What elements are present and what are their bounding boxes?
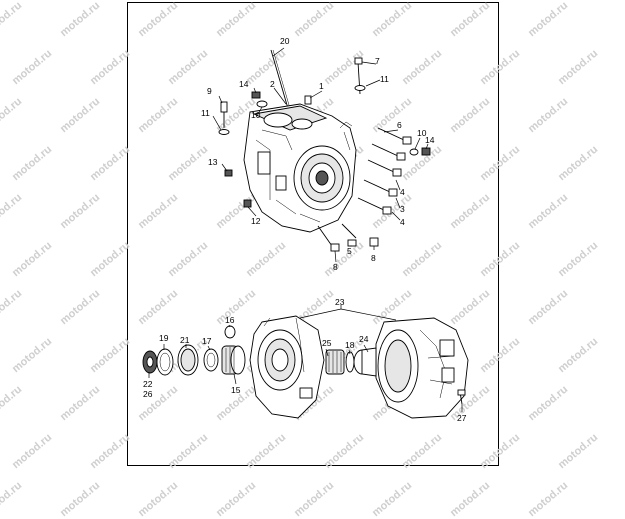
callout-25: 25	[322, 338, 332, 348]
watermark-text: motod.ru	[292, 479, 337, 519]
watermark-text: motod.ru	[526, 479, 571, 519]
callout-6: 6	[397, 120, 402, 130]
callout-5: 5	[347, 246, 352, 256]
callout-27: 27	[457, 413, 467, 423]
callout-15: 15	[231, 385, 241, 395]
watermark-text: motod.ru	[136, 479, 181, 519]
callout-8-right: 8	[371, 253, 376, 263]
callout-22: 22	[143, 379, 153, 389]
callout-4-lower: 4	[400, 217, 405, 227]
callout-8-left: 8	[333, 262, 338, 272]
callout-23: 23	[335, 297, 345, 307]
watermark-text: motod.ru	[58, 479, 103, 519]
lower-case-right	[375, 317, 469, 419]
lower-leader-lines	[148, 305, 463, 412]
callout-1: 1	[319, 81, 324, 91]
upper-leader-lines	[212, 47, 429, 263]
watermark-text: motod.ru	[448, 479, 493, 519]
callout-2: 2	[270, 79, 275, 89]
callout-12: 12	[251, 216, 261, 226]
callout-17: 17	[202, 336, 212, 346]
callout-21: 21	[180, 335, 190, 345]
exploded-parts-diagram: 20 1 2 14 10 9 11 13 12 7 11 6 10 14 4 3…	[142, 36, 469, 423]
callout-10-left: 10	[251, 110, 261, 120]
callout-13: 13	[208, 157, 218, 167]
callout-labels: 20 1 2 14 10 9 11 13 12 7 11 6 10 14 4 3…	[143, 36, 467, 423]
callout-24: 24	[359, 334, 369, 344]
watermark-text: motod.ru	[370, 479, 415, 519]
lower-small-parts	[142, 325, 466, 405]
callout-4-upper: 4	[400, 187, 405, 197]
watermark-text: motod.ru	[214, 479, 259, 519]
callout-7: 7	[375, 56, 380, 66]
callout-20: 20	[280, 36, 290, 46]
crankcase-upper-assembly	[243, 49, 357, 233]
callout-10-right: 10	[417, 128, 427, 138]
callout-18: 18	[345, 340, 355, 350]
callout-3: 3	[400, 204, 405, 214]
callout-19: 19	[159, 333, 169, 343]
watermark-text: motod.ru	[0, 479, 25, 519]
callout-11-left: 11	[201, 108, 210, 118]
callout-11-right: 11	[380, 74, 389, 84]
lower-case-left	[249, 315, 325, 419]
callout-26: 26	[143, 389, 153, 399]
callout-14-left: 14	[239, 79, 249, 89]
callout-16: 16	[225, 315, 235, 325]
callout-9: 9	[207, 86, 212, 96]
callout-14-right: 14	[425, 135, 435, 145]
